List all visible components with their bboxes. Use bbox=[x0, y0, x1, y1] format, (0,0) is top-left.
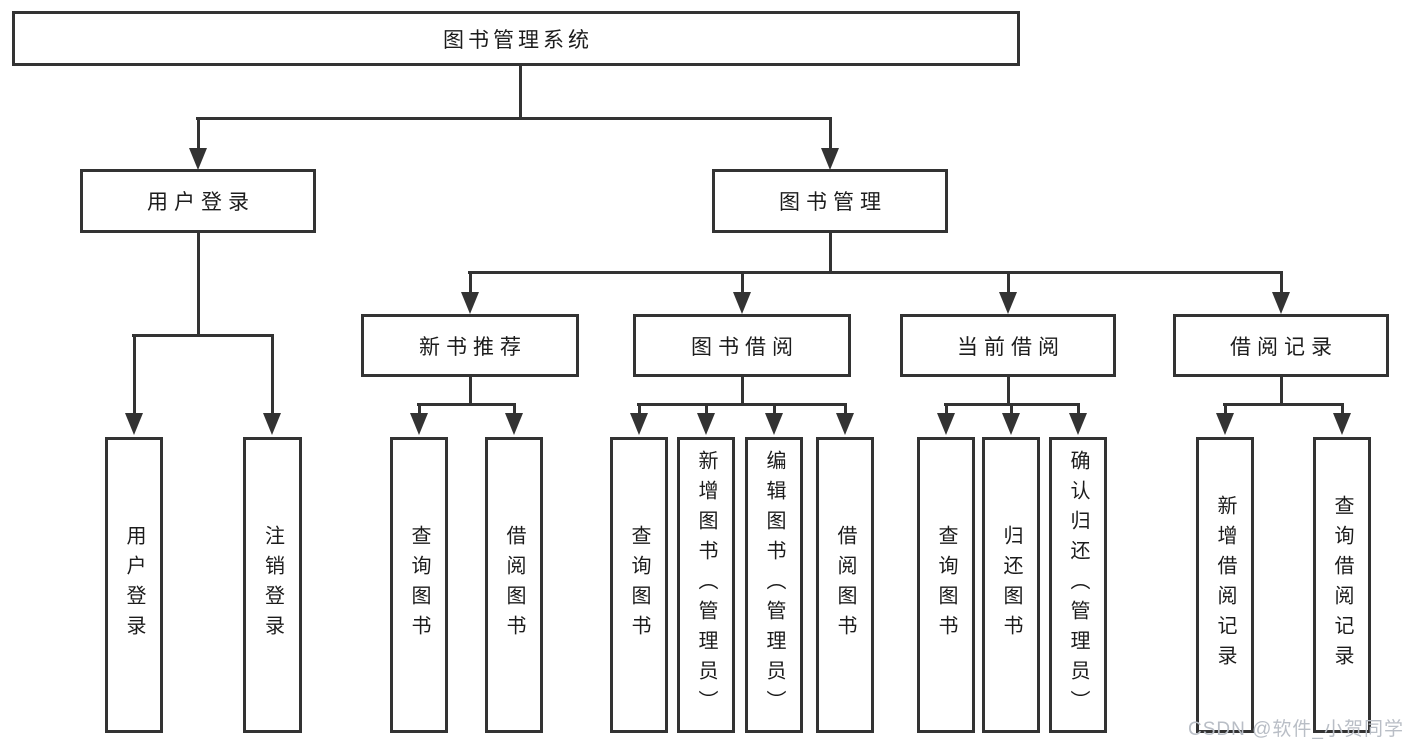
arrow-down-icon bbox=[461, 292, 479, 314]
leaf-add-borrow-record: 新增借阅记录 bbox=[1196, 437, 1254, 733]
leaf-logout-label: 注销登录 bbox=[261, 525, 284, 645]
connector-line bbox=[1007, 271, 1010, 295]
leaf-query-borrow-record-label: 查询借阅记录 bbox=[1331, 495, 1353, 675]
connector-line bbox=[197, 117, 200, 151]
leaf-query-books: 查询图书 bbox=[610, 437, 668, 733]
leaf-add-books-admin-label: 新增图书（管理员） bbox=[695, 450, 717, 720]
arrow-down-icon bbox=[1333, 413, 1351, 435]
connector-line bbox=[741, 271, 744, 295]
leaf-edit-books-admin: 编辑图书（管理员） bbox=[745, 437, 803, 733]
node-new-book-recommend: 新书推荐 bbox=[361, 314, 579, 377]
leaf-query-books-label: 查询图书 bbox=[408, 525, 430, 645]
connector-line bbox=[417, 403, 516, 406]
connector-line bbox=[1280, 375, 1283, 405]
leaf-borrow-books-label: 借阅图书 bbox=[834, 525, 856, 645]
node-book-borrow: 图书借阅 bbox=[633, 314, 851, 377]
arrow-down-icon bbox=[1002, 413, 1020, 435]
arrow-down-icon bbox=[630, 413, 648, 435]
node-new-book-recommend-label: 新书推荐 bbox=[419, 335, 527, 359]
connector-line bbox=[468, 271, 1283, 274]
leaf-edit-books-admin-label: 编辑图书（管理员） bbox=[763, 450, 785, 720]
connector-line bbox=[637, 403, 847, 406]
connector-line bbox=[519, 64, 522, 118]
node-user-login: 用户登录 bbox=[80, 169, 316, 233]
arrow-down-icon bbox=[1069, 413, 1087, 435]
leaf-add-books-admin: 新增图书（管理员） bbox=[677, 437, 735, 733]
arrow-down-icon bbox=[1272, 292, 1290, 314]
arrow-down-icon bbox=[1216, 413, 1234, 435]
node-user-login-label: 用户登录 bbox=[147, 191, 255, 214]
node-book-management-label: 图书管理 bbox=[779, 191, 887, 214]
connector-line bbox=[1077, 403, 1080, 415]
leaf-query-books-label: 查询图书 bbox=[628, 525, 650, 645]
leaf-confirm-return-admin: 确认归还（管理员） bbox=[1049, 437, 1107, 733]
connector-line bbox=[1224, 403, 1227, 415]
node-current-borrow-label: 当前借阅 bbox=[957, 335, 1065, 359]
node-book-borrow-label: 图书借阅 bbox=[691, 335, 799, 359]
connector-line bbox=[197, 232, 200, 337]
connector-line bbox=[1007, 375, 1010, 405]
leaf-return-books: 归还图书 bbox=[982, 437, 1040, 733]
arrow-down-icon bbox=[821, 148, 839, 170]
arrow-down-icon bbox=[189, 148, 207, 170]
connector-line bbox=[132, 334, 274, 337]
leaf-query-books: 查询图书 bbox=[917, 437, 975, 733]
connector-line bbox=[638, 403, 641, 415]
leaf-borrow-books: 借阅图书 bbox=[816, 437, 874, 733]
arrow-down-icon bbox=[733, 292, 751, 314]
connector-line bbox=[469, 375, 472, 405]
arrow-down-icon bbox=[263, 413, 281, 435]
leaf-logout: 注销登录 bbox=[243, 437, 302, 733]
node-root-system: 图书管理系统 bbox=[12, 11, 1020, 66]
leaf-return-books-label: 归还图书 bbox=[1000, 525, 1022, 645]
connector-line bbox=[829, 232, 832, 273]
node-book-management: 图书管理 bbox=[712, 169, 948, 233]
leaf-borrow-books: 借阅图书 bbox=[485, 437, 543, 733]
leaf-borrow-books-label: 借阅图书 bbox=[503, 525, 525, 645]
connector-line bbox=[469, 271, 472, 295]
leaf-confirm-return-admin-label: 确认归还（管理员） bbox=[1067, 450, 1089, 720]
connector-line bbox=[945, 403, 948, 415]
connector-line bbox=[513, 403, 516, 415]
arrow-down-icon bbox=[125, 413, 143, 435]
connector-line bbox=[133, 334, 136, 416]
arrow-down-icon bbox=[836, 413, 854, 435]
leaf-user-login-label: 用户登录 bbox=[123, 525, 145, 645]
node-borrow-records: 借阅记录 bbox=[1173, 314, 1389, 377]
node-borrow-records-label: 借阅记录 bbox=[1230, 335, 1338, 359]
connector-line bbox=[271, 334, 274, 416]
connector-line bbox=[844, 403, 847, 415]
connector-line bbox=[196, 117, 832, 120]
connector-line bbox=[829, 117, 832, 151]
leaf-add-borrow-record-label: 新增借阅记录 bbox=[1214, 495, 1236, 675]
node-root-label: 图书管理系统 bbox=[443, 28, 593, 52]
connector-line bbox=[1341, 403, 1344, 415]
leaf-query-books-label: 查询图书 bbox=[935, 525, 957, 645]
arrow-down-icon bbox=[999, 292, 1017, 314]
leaf-user-login: 用户登录 bbox=[105, 437, 163, 733]
connector-line bbox=[1010, 403, 1013, 415]
connector-line bbox=[773, 403, 776, 415]
connector-line bbox=[418, 403, 421, 415]
leaf-query-borrow-record: 查询借阅记录 bbox=[1313, 437, 1371, 733]
connector-line bbox=[1280, 271, 1283, 295]
connector-line bbox=[741, 375, 744, 405]
connector-line bbox=[705, 403, 708, 415]
arrow-down-icon bbox=[765, 413, 783, 435]
arrow-down-icon bbox=[697, 413, 715, 435]
csdn-watermark: CSDN @软件_小贺同学 bbox=[1188, 719, 1404, 740]
leaf-query-books: 查询图书 bbox=[390, 437, 448, 733]
arrow-down-icon bbox=[505, 413, 523, 435]
arrow-down-icon bbox=[937, 413, 955, 435]
node-current-borrow: 当前借阅 bbox=[900, 314, 1116, 377]
connector-line bbox=[1223, 403, 1344, 406]
arrow-down-icon bbox=[410, 413, 428, 435]
